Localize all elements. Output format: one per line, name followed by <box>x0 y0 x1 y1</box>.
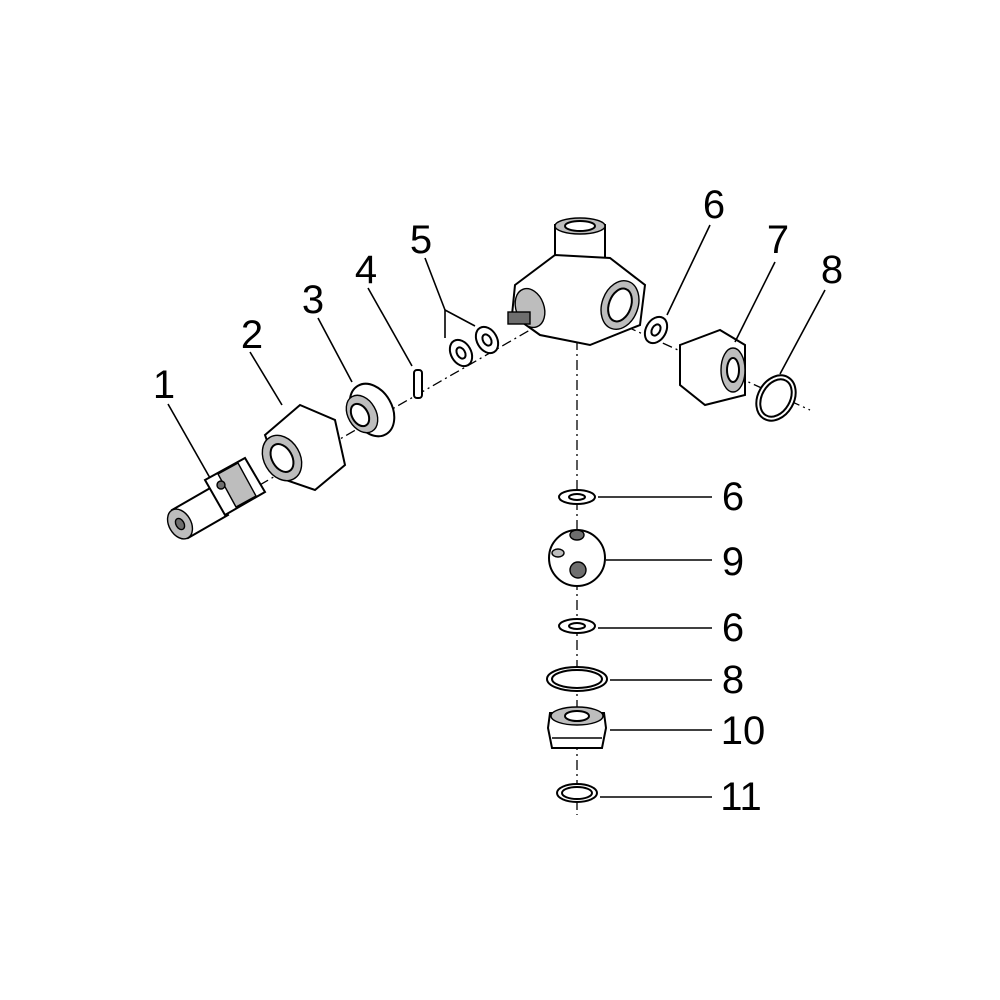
leader-4 <box>367 287 413 367</box>
part-2-nut <box>261 403 347 492</box>
part-3-bushing <box>345 382 396 438</box>
part-11-washer <box>556 783 598 803</box>
callout-10: 10 <box>720 709 766 753</box>
callout-8-top: 8 <box>820 248 844 292</box>
leader-5b <box>424 257 446 311</box>
part-6-washer-a <box>558 489 596 505</box>
leader-8-top <box>779 289 826 375</box>
valve-body <box>507 217 647 347</box>
part-6-washer-right <box>643 315 669 345</box>
callout-11: 11 <box>720 775 762 819</box>
callout-2: 2 <box>240 313 264 357</box>
part-1-spindle <box>166 456 267 540</box>
part-9-ball <box>548 529 606 587</box>
leader-lines <box>167 224 826 798</box>
callout-4: 4 <box>354 248 378 292</box>
leader-2 <box>249 351 283 406</box>
part-10-seat <box>546 706 608 749</box>
callout-5: 5 <box>409 218 433 262</box>
part-6-washer-b <box>558 618 596 634</box>
part-8-oring-right <box>755 374 797 422</box>
callout-7: 7 <box>766 218 790 262</box>
part-7-insert <box>679 328 746 407</box>
part-4-pin <box>413 369 423 399</box>
callout-9: 9 <box>721 540 745 584</box>
part-8-oring-bottom <box>546 666 608 692</box>
part-5-washers <box>448 325 500 368</box>
callout-6-top: 6 <box>702 183 726 227</box>
leader-7 <box>734 261 776 343</box>
callout-8-b: 8 <box>721 658 745 702</box>
leader-6-top <box>666 224 711 316</box>
leader-1 <box>167 403 211 479</box>
callout-6-a: 6 <box>721 475 745 519</box>
callout-3: 3 <box>301 278 325 322</box>
leader-3 <box>317 317 353 383</box>
callout-6-b: 6 <box>721 606 745 650</box>
callout-1: 1 <box>152 363 176 407</box>
leader-5 <box>444 308 476 338</box>
